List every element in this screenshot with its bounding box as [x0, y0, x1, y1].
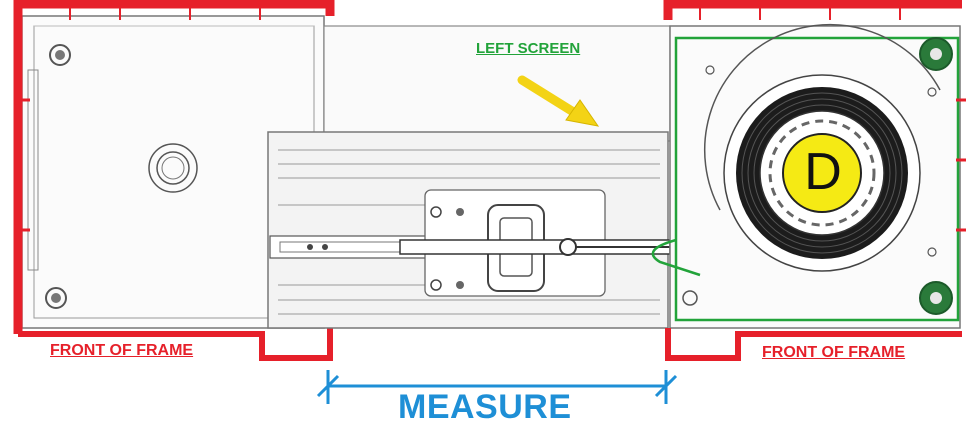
front-of-frame-left-label: FRONT OF FRAME — [50, 342, 194, 359]
measure-label: MEASURE — [398, 388, 572, 426]
right-red-frame — [663, 0, 962, 20]
roller-assembly — [723, 74, 921, 272]
middle-channel — [267, 25, 690, 329]
yellow-pointer-arrow — [517, 75, 600, 127]
left-red-frame — [13, 0, 335, 334]
roller-yellow-core — [782, 133, 862, 213]
measure-dimension-line — [316, 370, 678, 404]
front-of-frame-right-label: FRONT OF FRAME — [762, 344, 906, 361]
roller-letter-label: D — [804, 143, 842, 201]
left-screen-label: LEFT SCREEN — [476, 40, 581, 57]
